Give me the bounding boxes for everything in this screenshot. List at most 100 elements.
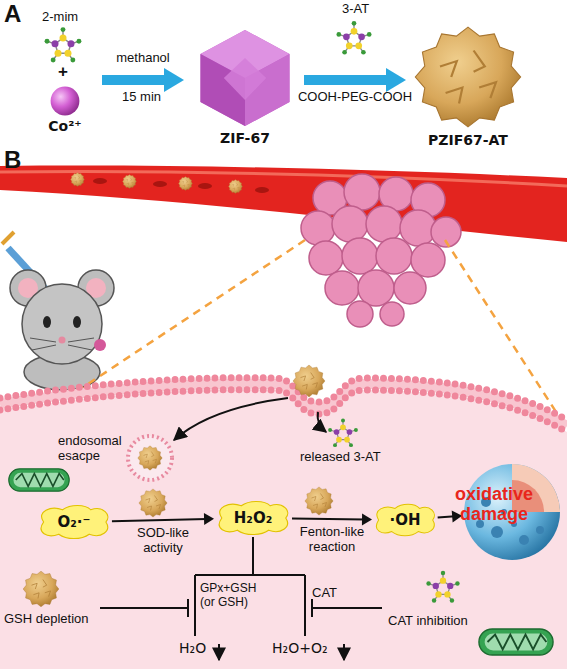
- annotation-text: CAT inhibition: [388, 614, 468, 629]
- blood-vessel: [93, 178, 107, 184]
- node-label: ·OH: [372, 503, 438, 537]
- branch-lines: [195, 537, 305, 636]
- arrow-shaft: [112, 519, 207, 521]
- arrow-head: [204, 513, 214, 525]
- mouse: [22, 284, 102, 364]
- edge-label: SOD-like activity: [123, 526, 203, 556]
- node-label: PZIF67-AT: [428, 132, 508, 148]
- branch-lines: [218, 644, 220, 660]
- tumor-cluster: [366, 206, 402, 242]
- edge-label: COOH-PEG-COOH: [298, 90, 412, 105]
- panel-letter: B: [4, 146, 21, 174]
- arrow-head: [386, 68, 406, 92]
- cell-membrane: [0, 390, 567, 432]
- tumor-cluster: [358, 270, 394, 306]
- blood-vessel: [0, 172, 567, 186]
- mouse: [73, 316, 81, 328]
- mouse: [94, 339, 106, 351]
- endosome: [128, 436, 172, 480]
- tumor-cluster: [411, 243, 445, 277]
- tumor-cluster: [325, 271, 359, 305]
- branch-lines: [100, 537, 382, 660]
- reaction-arrow: [304, 68, 406, 92]
- molecule-3-at: [336, 21, 371, 55]
- mouse: [30, 338, 94, 350]
- molecule-3-at: [328, 419, 358, 448]
- blood-vessel: [228, 179, 242, 193]
- tumor-cluster: [301, 211, 335, 245]
- nanoparticle: [23, 571, 59, 607]
- crystal-shape-outline: [200, 30, 289, 126]
- blood-vessel: [0, 166, 567, 242]
- tumor-cluster: [301, 174, 461, 327]
- zoom-lines: [70, 240, 305, 396]
- uptake-arrow: [174, 398, 288, 440]
- cell-membrane: [0, 378, 567, 669]
- molecule-2-mim: [45, 27, 82, 62]
- endosome: [138, 446, 162, 470]
- blood-vessel: [198, 183, 212, 189]
- nanoparticle-shape-outline: [415, 27, 520, 127]
- release-arrow: [318, 412, 326, 432]
- process-arrow: [438, 510, 462, 522]
- annotation-text: GPx+GSH (or GSH): [200, 582, 262, 610]
- crystal-shape-outline: [192, 28, 298, 128]
- node-label: oxidative damage: [438, 484, 550, 524]
- node-label: H₂O₂: [214, 500, 292, 536]
- tumor-cluster: [332, 206, 368, 242]
- tumor-cluster: [344, 174, 380, 210]
- molecule-3-at: [426, 571, 459, 603]
- panel-letter: +: [58, 62, 68, 82]
- ion-sphere-outline: [50, 86, 80, 116]
- node-label: Co²⁺: [48, 118, 81, 134]
- annotation-text: 3-AT: [342, 2, 369, 17]
- endosome: [128, 436, 172, 480]
- arrow-shaft: [304, 75, 392, 85]
- annotation-text: H₂O+O₂: [272, 640, 328, 656]
- species-blob: O₂·⁻: [36, 504, 112, 540]
- annotation-text: H₂O: [179, 640, 206, 656]
- blood-vessel: [122, 174, 136, 188]
- arrow-head: [362, 513, 372, 525]
- annotation-text: 15 min: [122, 90, 161, 105]
- nanoparticle-shape: PZIF67-AT: [412, 24, 524, 130]
- tumor-cluster: [394, 272, 426, 304]
- blood-vessel: [153, 181, 167, 187]
- process-arrow: [112, 513, 214, 525]
- ion-sphere: Co²⁺: [50, 86, 80, 116]
- ion-sphere-outline: [51, 87, 80, 116]
- node-label: ZIF-67: [220, 130, 270, 146]
- tumor-cluster: [380, 302, 404, 326]
- tumor-cluster: [309, 241, 343, 275]
- tumor-cluster: [400, 210, 436, 246]
- branch-lines: [312, 599, 382, 617]
- node-label: O₂·⁻: [36, 504, 112, 540]
- annotation-text: released 3-AT: [300, 450, 381, 465]
- mouse: [59, 337, 66, 344]
- cell-membrane: [0, 390, 567, 669]
- arrow-shaft: [292, 518, 365, 521]
- nanoparticle: [293, 365, 325, 397]
- annotation-text: endosomal esacpe: [58, 434, 136, 464]
- blood-vessel: [178, 176, 192, 190]
- tumor-cluster: [347, 301, 373, 327]
- blood-vessel: [0, 166, 567, 242]
- mitochondrion: [9, 469, 69, 491]
- nanoparticle: [139, 489, 167, 517]
- arrow-shaft: [102, 75, 170, 85]
- reaction-arrow: [102, 68, 184, 92]
- cell-membrane: [0, 384, 567, 426]
- damaged-cell: oxidative damage: [462, 462, 562, 562]
- mitochondrion: [479, 629, 553, 655]
- panel-letter: A: [4, 0, 21, 28]
- species-blob: ·OH: [372, 503, 438, 537]
- annotation-text: CAT: [312, 586, 337, 601]
- nanoparticle-shape-outline: [412, 24, 524, 130]
- mouse: [43, 316, 51, 328]
- crystal-shape: ZIF-67: [192, 28, 298, 128]
- tumor-cluster: [342, 238, 378, 274]
- branch-lines: [100, 599, 188, 617]
- branch-lines: [343, 644, 345, 660]
- tumor-cluster: [376, 238, 412, 274]
